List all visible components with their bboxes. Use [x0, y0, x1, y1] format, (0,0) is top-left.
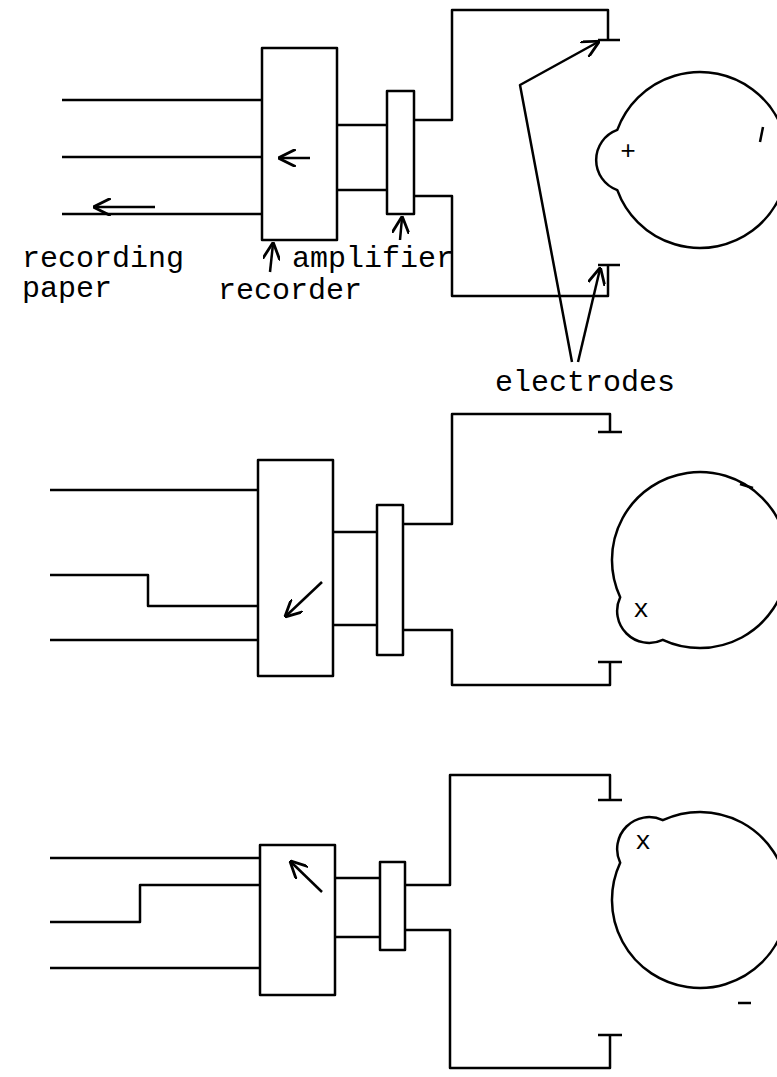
- heart-outline: [612, 472, 777, 648]
- electrode-wire: [405, 930, 622, 1068]
- recorder-box: [258, 460, 333, 676]
- panel-two: [50, 414, 777, 685]
- part-label: recording paper: [22, 244, 197, 304]
- stimulus-mark: x: [635, 829, 651, 855]
- wire: [337, 125, 387, 190]
- heart-outline: [596, 72, 777, 248]
- stimulus-mark: x: [633, 597, 649, 623]
- paper-trace: [50, 490, 258, 640]
- panel-three: [50, 775, 777, 1068]
- heart-outline: [612, 812, 777, 988]
- recorder-box: [262, 48, 337, 240]
- leader-arrow: [520, 42, 598, 362]
- part-label: amplifier: [292, 244, 454, 274]
- electrode-wire: [414, 10, 620, 120]
- negative-mark: [738, 1002, 751, 1005]
- leader-arrow: [400, 218, 402, 240]
- leader-arrow: [578, 269, 600, 362]
- pen-needle: [280, 157, 310, 160]
- leader-arrow: [95, 206, 155, 209]
- amplifier-box: [380, 862, 405, 950]
- wire: [333, 532, 377, 625]
- paper-trace: [50, 858, 260, 968]
- pen-needle: [291, 862, 322, 892]
- electrode-wire: [403, 414, 622, 524]
- part-label: recorder: [218, 276, 362, 306]
- negative-mark: [760, 127, 763, 142]
- amplifier-box: [377, 505, 403, 655]
- pen-needle: [286, 582, 322, 616]
- leader-arrow: [270, 244, 273, 272]
- negative-mark: [740, 484, 753, 488]
- wire: [335, 878, 380, 937]
- recorder-box: [260, 845, 335, 995]
- part-label: electrodes: [495, 368, 675, 398]
- electrode-wire: [403, 630, 622, 685]
- amplifier-box: [387, 91, 414, 214]
- polarity-mark: +: [620, 139, 636, 165]
- panel-one: [62, 10, 777, 362]
- paper-trace: [62, 100, 262, 214]
- electrode-wire: [405, 775, 622, 885]
